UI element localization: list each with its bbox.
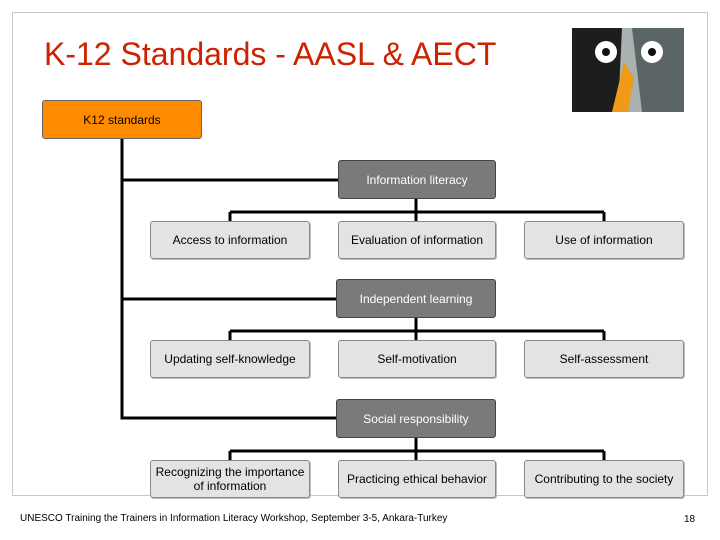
leaf-access-to-information: Access to information xyxy=(150,221,310,259)
root-node: K12 standards xyxy=(42,100,202,139)
leaf-recognizing-importance: Recognizing the importance of informatio… xyxy=(150,460,310,498)
owl-logo-icon xyxy=(572,28,684,112)
category-independent-learning: Independent learning xyxy=(336,279,496,318)
leaf-contributing-to-society: Contributing to the society xyxy=(524,460,684,498)
leaf-self-motivation: Self-motivation xyxy=(338,340,496,378)
page-number: 18 xyxy=(684,514,696,525)
leaf-updating-self-knowledge: Updating self-knowledge xyxy=(150,340,310,378)
category-social-responsibility: Social responsibility xyxy=(336,399,496,438)
category-information-literacy: Information literacy xyxy=(338,160,496,199)
leaf-evaluation-of-information: Evaluation of information xyxy=(338,221,496,259)
leaf-self-assessment: Self-assessment xyxy=(524,340,684,378)
slide-footer: UNESCO Training the Trainers in Informat… xyxy=(20,513,448,524)
slide-title: K-12 Standards - AASL & AECT xyxy=(44,36,497,72)
leaf-use-of-information: Use of information xyxy=(524,221,684,259)
leaf-practicing-ethical-behavior: Practicing ethical behavior xyxy=(338,460,496,498)
